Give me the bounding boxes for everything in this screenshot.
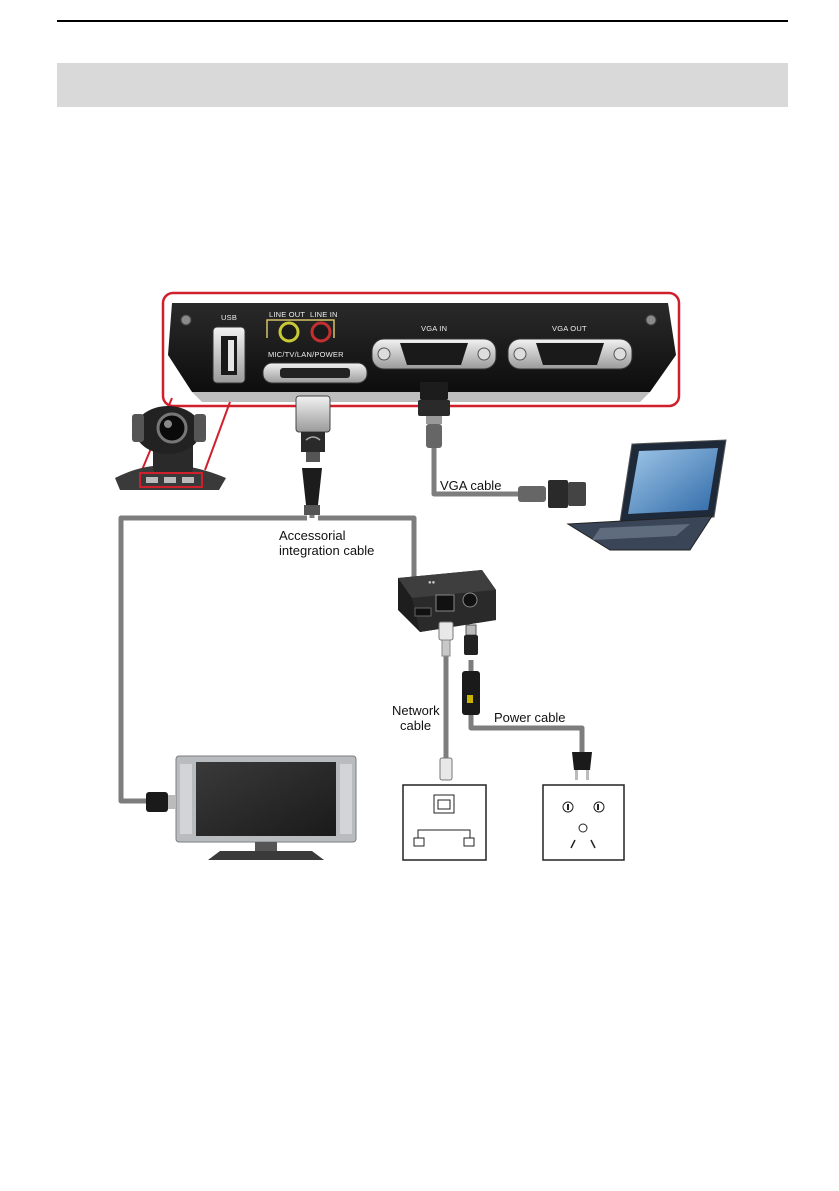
tv-plug-tip bbox=[168, 795, 176, 809]
power-brick bbox=[462, 671, 480, 715]
network-socket-clip-right bbox=[464, 838, 474, 846]
wall-rj45-plug-head bbox=[440, 758, 452, 780]
laptop-vga-ferrite bbox=[518, 486, 546, 502]
network-cable-label-line1: Network bbox=[392, 703, 440, 718]
tv-plug-icon bbox=[146, 792, 176, 812]
line-in-jack bbox=[312, 323, 330, 341]
dc-plug-body bbox=[464, 635, 478, 655]
usb-port-tongue bbox=[228, 340, 234, 371]
camera-port-a bbox=[146, 477, 158, 483]
power-brick-label bbox=[467, 695, 473, 703]
power-socket-slot-left bbox=[567, 804, 569, 810]
laptop-vga-plug-shell bbox=[548, 480, 568, 508]
wall-rj45-plug-icon bbox=[440, 758, 452, 780]
screw-right bbox=[646, 315, 656, 325]
camera-lens-glare bbox=[164, 420, 172, 428]
vga-cable-label: VGA cable bbox=[440, 478, 501, 493]
tv-speaker-right bbox=[340, 764, 352, 834]
power-socket-plate bbox=[543, 785, 624, 860]
laptop-vga-plug-head bbox=[568, 482, 586, 506]
camera-lens bbox=[158, 414, 186, 442]
integration-plug-head bbox=[296, 396, 330, 432]
accessorial-cable-label-line2: integration cable bbox=[279, 543, 374, 558]
power-socket-slot-right bbox=[597, 804, 599, 810]
tv-neck bbox=[255, 842, 277, 852]
adapter-power-port bbox=[463, 593, 477, 607]
tv-plug-body bbox=[146, 792, 168, 812]
vga-plug-neck bbox=[426, 416, 442, 424]
integration-port-slot bbox=[280, 368, 350, 378]
network-socket-port bbox=[434, 795, 454, 813]
adapter-rj45-port bbox=[436, 595, 454, 611]
line-in-label: LINE IN bbox=[310, 310, 338, 319]
vga-plug-shell bbox=[418, 400, 450, 416]
tv-stand bbox=[208, 851, 324, 860]
screw-left bbox=[181, 315, 191, 325]
line-out-label: LINE OUT bbox=[269, 310, 305, 319]
power-cable-label: Power cable bbox=[494, 710, 566, 725]
network-socket-icon bbox=[403, 785, 486, 860]
vga-in-socket bbox=[400, 343, 468, 365]
rj45-plug-boot bbox=[442, 640, 450, 656]
adapter-logo: ●● bbox=[428, 580, 436, 586]
rj45-plug-head bbox=[439, 622, 453, 640]
camera-icon bbox=[115, 406, 226, 490]
integration-plug-icon bbox=[296, 396, 330, 515]
mains-plug-icon bbox=[572, 752, 592, 780]
integration-plug-split bbox=[304, 505, 320, 515]
camera-port-b bbox=[164, 477, 176, 483]
rj45-plug-icon bbox=[439, 622, 453, 656]
tv-speaker-left bbox=[180, 764, 192, 834]
vga-in-screw-left bbox=[378, 348, 390, 360]
vga-in-label: VGA IN bbox=[421, 324, 447, 333]
laptop-icon bbox=[568, 440, 726, 550]
mains-plug-body bbox=[572, 752, 592, 770]
mains-plug-pin-left bbox=[575, 770, 578, 780]
adapter-side-port bbox=[415, 608, 431, 616]
cable-lines bbox=[121, 448, 582, 801]
dc-plug-tip bbox=[466, 625, 476, 635]
tv-screen bbox=[196, 762, 336, 836]
camera-port-c bbox=[182, 477, 194, 483]
integration-plug-neck bbox=[306, 452, 320, 462]
vga-out-label: VGA OUT bbox=[552, 324, 587, 333]
vga-plug-ferrite bbox=[426, 424, 442, 448]
camera-side-left bbox=[132, 414, 144, 442]
usb-port-label: USB bbox=[221, 313, 237, 322]
network-cable-label-line2: cable bbox=[400, 718, 431, 733]
accessorial-cable-label-line1: Accessorial bbox=[279, 528, 345, 543]
vga-out-socket bbox=[536, 343, 604, 365]
integration-plug-strain-relief bbox=[302, 468, 322, 505]
mains-plug-pin-right bbox=[586, 770, 589, 780]
vga-out-screw-left bbox=[514, 348, 526, 360]
laptop-vga-plug-icon bbox=[518, 480, 586, 508]
camera-side-right bbox=[194, 414, 206, 442]
line-out-jack bbox=[280, 323, 298, 341]
network-socket-clip-left bbox=[414, 838, 424, 846]
integration-plug-body bbox=[301, 432, 325, 452]
vga-out-screw-right bbox=[614, 348, 626, 360]
tv-icon bbox=[176, 756, 356, 860]
power-socket-hole-center bbox=[579, 824, 587, 832]
vga-plug-head bbox=[420, 382, 448, 400]
laptop-screen bbox=[628, 448, 718, 514]
power-socket-icon bbox=[543, 785, 624, 860]
vga-plug-icon bbox=[418, 382, 450, 448]
integration-port-label: MIC/TV/LAN/POWER bbox=[268, 350, 344, 359]
vga-in-screw-right bbox=[478, 348, 490, 360]
